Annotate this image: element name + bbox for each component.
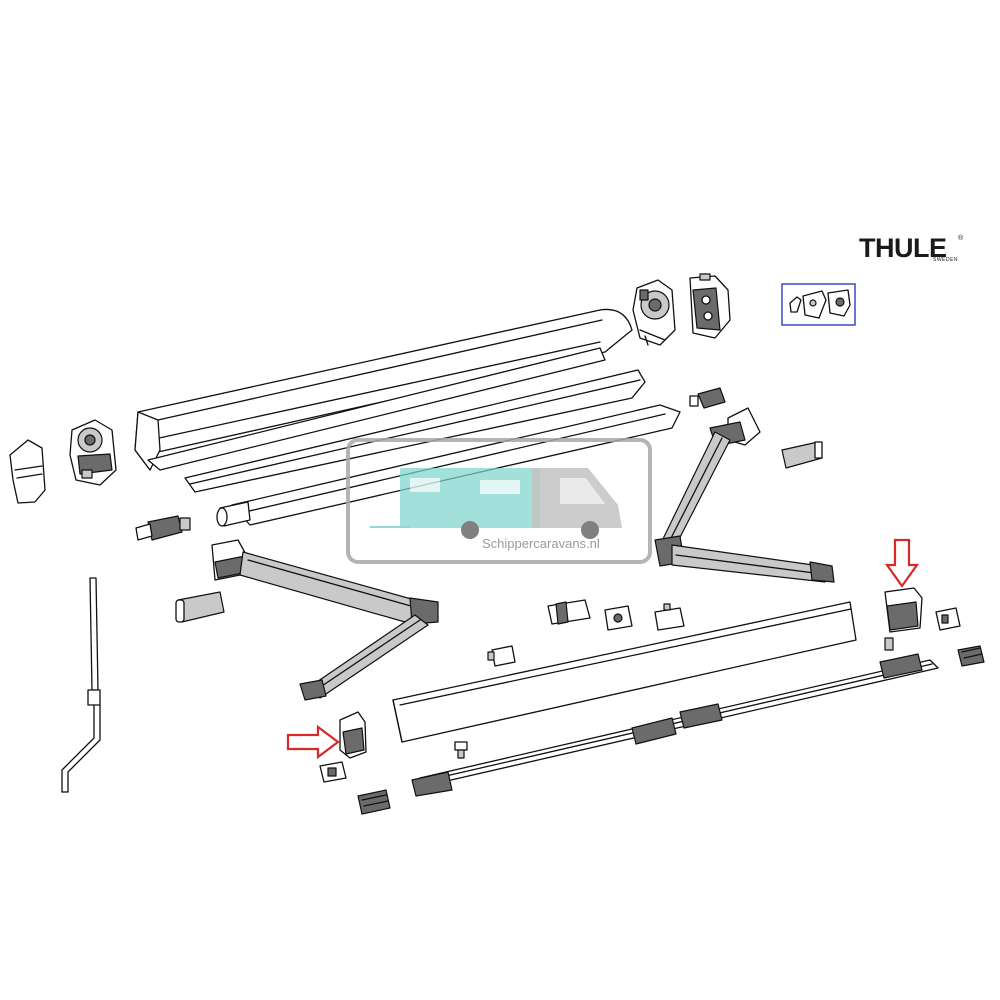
left-arm-cap <box>175 591 225 623</box>
callout-box <box>781 283 856 326</box>
front-panel <box>392 601 857 743</box>
left-end-cap-arrow <box>286 724 340 760</box>
thule-logo: THULE ® SWEDEN <box>859 233 964 263</box>
left-end-unit <box>69 419 117 486</box>
middle-clip-4 <box>487 645 516 667</box>
logo-registered-mark: ® <box>958 234 964 242</box>
right-end-cap <box>884 587 923 633</box>
fabric-profile <box>184 369 646 493</box>
right-arm <box>654 407 835 583</box>
right-end-cap-arrow <box>884 538 920 588</box>
lead-bar-profile <box>231 404 681 526</box>
right-arm-cap <box>781 441 823 469</box>
left-arm <box>211 539 439 701</box>
caravan-silhouette <box>400 468 540 528</box>
left-end-plug <box>357 789 391 815</box>
left-roller-fitting <box>135 515 191 541</box>
crank-handle <box>61 577 101 793</box>
left-end-cap <box>339 711 367 759</box>
middle-clip-2 <box>604 605 633 631</box>
logo-text: THULE <box>859 233 947 263</box>
lead-rail <box>411 637 939 797</box>
left-end-cover <box>9 439 46 504</box>
roller-tube <box>216 501 251 527</box>
front-profile <box>147 347 606 471</box>
logo-subtext: SWEDEN <box>933 257 958 263</box>
middle-clip-1 <box>547 599 591 625</box>
schippercaravans-watermark: Schippercaravans.nl <box>346 438 652 564</box>
middle-clip-3 <box>654 603 685 631</box>
right-small-clip <box>935 607 961 631</box>
small-screw <box>454 741 468 759</box>
right-end-cover <box>689 273 731 339</box>
cassette-housing <box>134 308 633 471</box>
watermark-text: Schippercaravans.nl <box>482 536 600 551</box>
right-end-unit <box>632 279 676 346</box>
left-small-clip <box>319 761 347 783</box>
right-end-plug <box>957 645 985 667</box>
bracket-set-callout <box>781 283 856 326</box>
roller-end-fitting <box>689 387 726 409</box>
small-bracket <box>789 296 802 313</box>
